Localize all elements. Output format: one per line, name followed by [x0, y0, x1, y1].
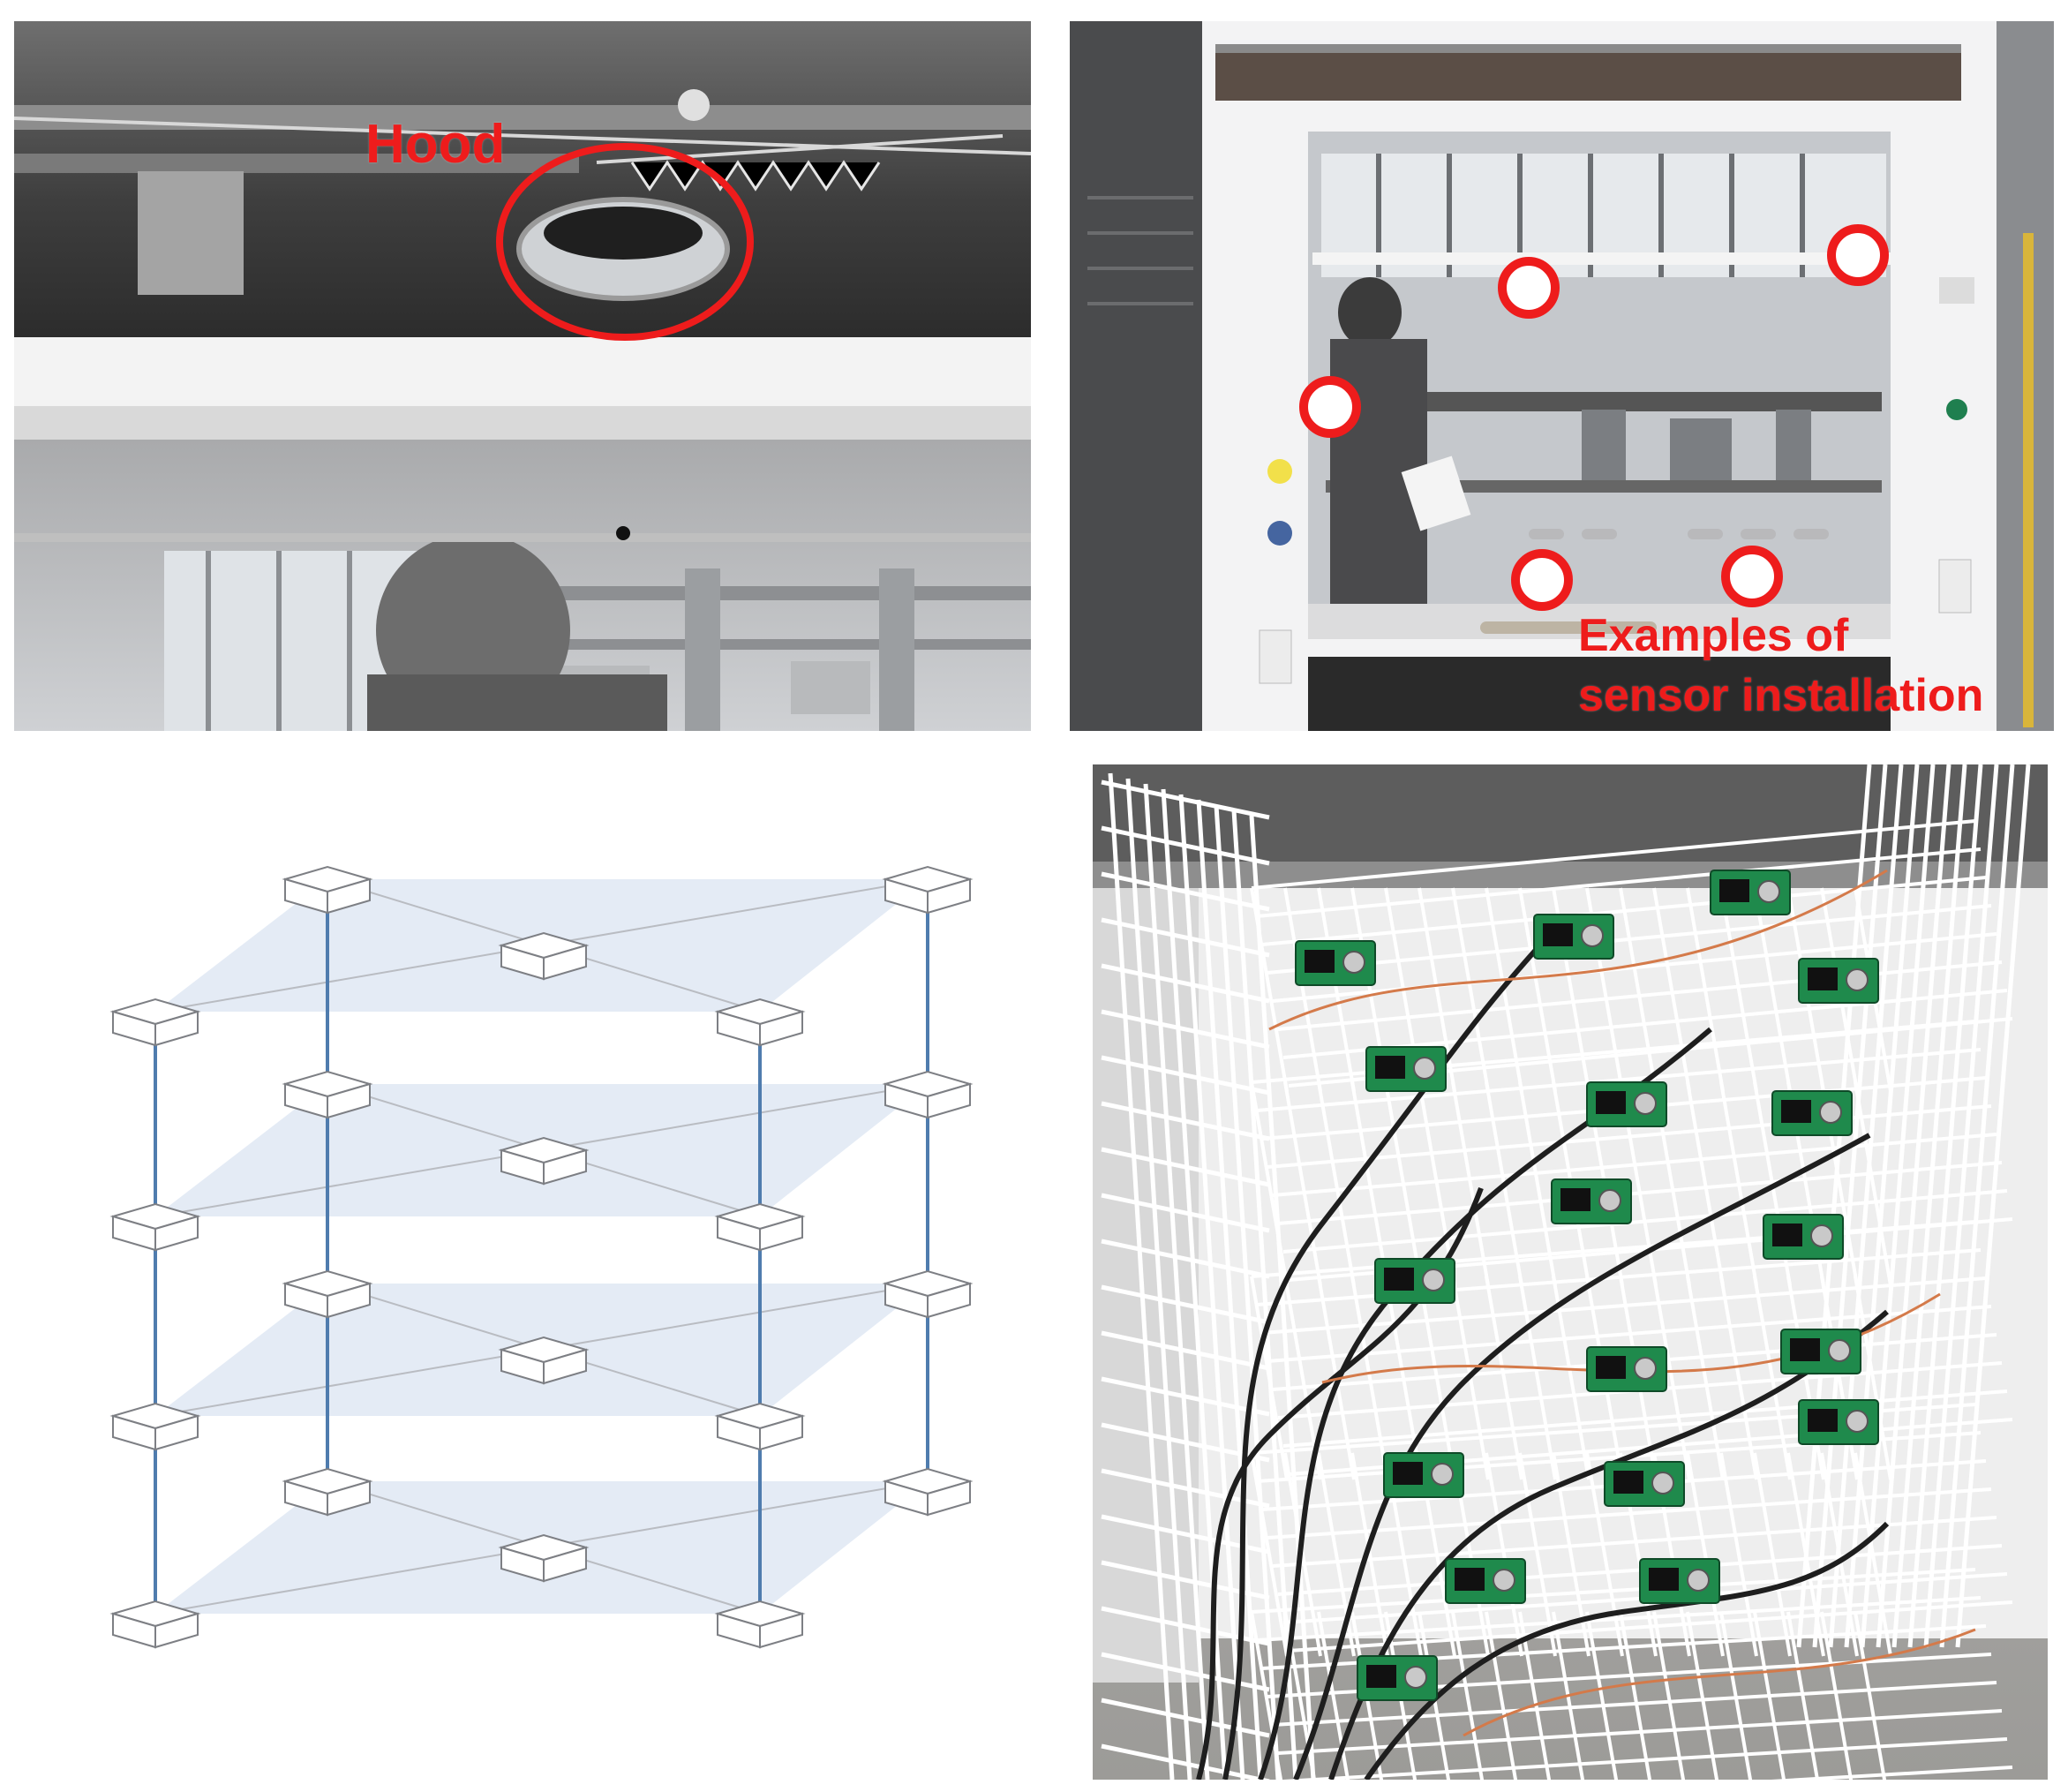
sensor-board	[1780, 1329, 1861, 1374]
sensor-board	[1710, 870, 1791, 915]
sensor-board	[1445, 1558, 1526, 1604]
sensor-board	[1551, 1178, 1632, 1224]
hood-circle-icon	[496, 143, 754, 341]
sensor-marker-icon	[1721, 546, 1783, 607]
sensor-wire	[1364, 1521, 1890, 1780]
sensor-node-icon	[109, 1202, 201, 1252]
sensor-node-icon	[282, 865, 373, 915]
sensor-wire	[1293, 1133, 1871, 1780]
sensor-board	[1295, 940, 1376, 986]
sensor-board	[1533, 914, 1614, 960]
sensor-node-icon	[282, 1269, 373, 1319]
hood-label: Hood	[365, 114, 506, 175]
sensor-board	[1798, 1399, 1879, 1445]
sensor-rack-photo	[1093, 764, 2048, 1780]
sensor-node-icon	[109, 1402, 201, 1451]
sensor-wire	[1463, 1628, 1976, 1737]
sensor-grid-diagram	[14, 764, 1029, 1774]
sensor-node-icon	[282, 1070, 373, 1119]
sensor-board	[1586, 1346, 1667, 1392]
sensor-board	[1586, 1081, 1667, 1127]
sensor-node-icon	[714, 1202, 806, 1252]
sensor-board	[1383, 1452, 1464, 1498]
sensor-wire	[1268, 869, 1888, 1031]
sensor-node-icon	[498, 1136, 590, 1186]
hood-photo	[14, 21, 1031, 731]
sensor-node-icon	[109, 1600, 201, 1649]
sensor-board	[1763, 1214, 1844, 1260]
sensor-node-icon	[282, 1467, 373, 1517]
sensor-node-icon	[498, 931, 590, 981]
sensor-board	[1374, 1258, 1455, 1304]
sensor-board	[1357, 1655, 1438, 1701]
sensor-label-line-2: sensor installation	[1578, 670, 1984, 721]
sensor-wire	[1222, 930, 1554, 1780]
sensor-node-icon	[714, 998, 806, 1047]
sensor-marker-icon	[1299, 376, 1361, 438]
sensor-marker-icon	[1827, 224, 1889, 286]
sensor-marker-icon	[1498, 257, 1560, 319]
sensor-label-line-1: Examples of	[1578, 610, 1849, 661]
sensor-node-icon	[882, 1070, 974, 1119]
sensor-node-icon	[498, 1533, 590, 1583]
sensor-marker-icon	[1511, 549, 1573, 611]
sensor-node-icon	[882, 865, 974, 915]
sensor-node-icon	[498, 1336, 590, 1385]
sensor-board	[1365, 1046, 1447, 1092]
sensor-board	[1798, 958, 1879, 1004]
fume-hood-photo	[1070, 21, 2054, 731]
sensor-node-icon	[882, 1467, 974, 1517]
sensor-node-icon	[109, 998, 201, 1047]
sensor-node-icon	[882, 1269, 974, 1319]
sensor-board	[1604, 1461, 1685, 1507]
sensor-board	[1771, 1090, 1853, 1136]
sensor-node-icon	[714, 1600, 806, 1649]
sensor-node-icon	[714, 1402, 806, 1451]
sensor-board	[1639, 1558, 1720, 1604]
sensor-markers	[1299, 224, 1889, 611]
